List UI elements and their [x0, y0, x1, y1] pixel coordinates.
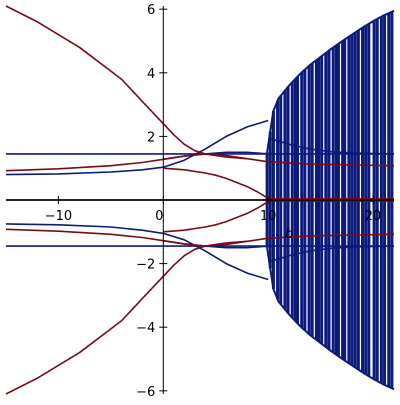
series-line-7: [267, 245, 395, 263]
series-line-3: [5, 223, 269, 281]
series-line-13: [163, 199, 279, 233]
y-tick-label-2: −2: [136, 258, 155, 273]
series-line-9: [5, 240, 248, 395]
series-line-12: [163, 167, 279, 201]
y-tick-label-3: 2: [147, 130, 155, 145]
tick-layer: −10 0 10 20 −6 −4 −2 2 4 6: [45, 3, 382, 400]
y-tick-label-4: 4: [147, 67, 155, 82]
x-tick-label-0: −10: [45, 209, 72, 224]
y-tick-label-0: −6: [136, 385, 155, 400]
x-axis-label: b: [285, 227, 293, 242]
envelope-upper: [266, 9, 395, 153]
x-tick-label-3: 20: [365, 209, 382, 224]
x-tick-label-2: 10: [260, 209, 277, 224]
series-line-8: [5, 5, 248, 160]
series-line-6: [267, 137, 395, 155]
series-line-2: [5, 119, 269, 176]
x-tick-label-1: 0: [155, 209, 163, 224]
series-line-11: [5, 228, 395, 247]
y-tick-label-5: 6: [147, 3, 155, 18]
envelope-lower: [266, 247, 395, 391]
y-tick-label-1: −4: [136, 321, 155, 336]
series-line-10: [5, 153, 395, 172]
